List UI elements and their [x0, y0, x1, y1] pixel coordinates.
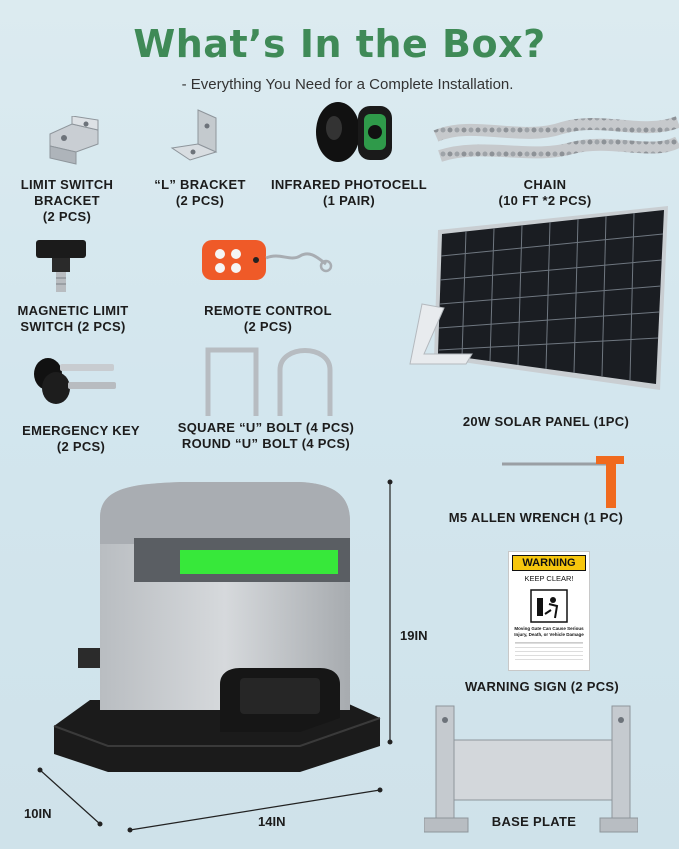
dimension-lines [37, 479, 393, 833]
gate-opener-unit-image [53, 482, 381, 772]
warning-fine-print [515, 642, 583, 663]
warning-keep-clear: KEEP CLEAR! [524, 574, 574, 583]
page-subtitle: - Everything You Need for a Complete Ins… [181, 76, 514, 93]
photocell-label: INFRARED PHOTOCELL (1 PAIR) [270, 177, 428, 208]
warning-header: WARNING [512, 555, 586, 571]
remote-control-label: REMOTE CONTROL (2 PCS) [204, 303, 332, 334]
limit-switch-bracket-image [49, 116, 99, 165]
base-plate-label: BASE PLATE [491, 814, 577, 829]
allen-wrench-image [502, 456, 624, 508]
magnetic-limit-switch-image [36, 240, 86, 292]
emergency-key-label: EMERGENCY KEY (2 PCS) [22, 423, 140, 454]
u-bolt-label: SQUARE “U” BOLT (4 PCS) ROUND “U” BOLT (… [177, 420, 355, 451]
depth-dimension: 10IN [24, 806, 52, 821]
height-dimension: 19IN [400, 628, 428, 643]
limit-switch-bracket-label: LIMIT SWITCH BRACKET (2 PCS) [20, 177, 114, 224]
warning-sign-card: WARNING KEEP CLEAR! Moving Gate Can Caus… [508, 551, 590, 671]
l-bracket-image [170, 109, 218, 161]
allen-wrench-label: M5 ALLEN WRENCH (1 PC) [448, 510, 624, 525]
base-plate-image [424, 705, 638, 833]
width-dimension: 14IN [258, 814, 286, 829]
solar-panel-image [409, 206, 668, 390]
emergency-key-image [34, 358, 116, 404]
chain-image [433, 116, 679, 162]
remote-control-image [202, 240, 333, 280]
chain-label: CHAIN (10 FT *2 PCS) [498, 177, 592, 208]
warning-text: Moving Gate Can Cause Serious Injury, De… [514, 626, 584, 637]
warning-sign-label: WARNING SIGN (2 PCS) [464, 679, 620, 694]
page-title: What’s In the Box? [133, 22, 546, 66]
l-bracket-label: “L” BRACKET (2 PCS) [154, 177, 246, 208]
warning-hazard-icon [530, 589, 568, 623]
solar-panel-label: 20W SOLAR PANEL (1PC) [462, 414, 630, 429]
u-bolt-image [205, 347, 333, 416]
magnetic-limit-switch-label: MAGNETIC LIMIT SWITCH (2 PCS) [17, 303, 129, 334]
photocell-image [316, 102, 392, 162]
